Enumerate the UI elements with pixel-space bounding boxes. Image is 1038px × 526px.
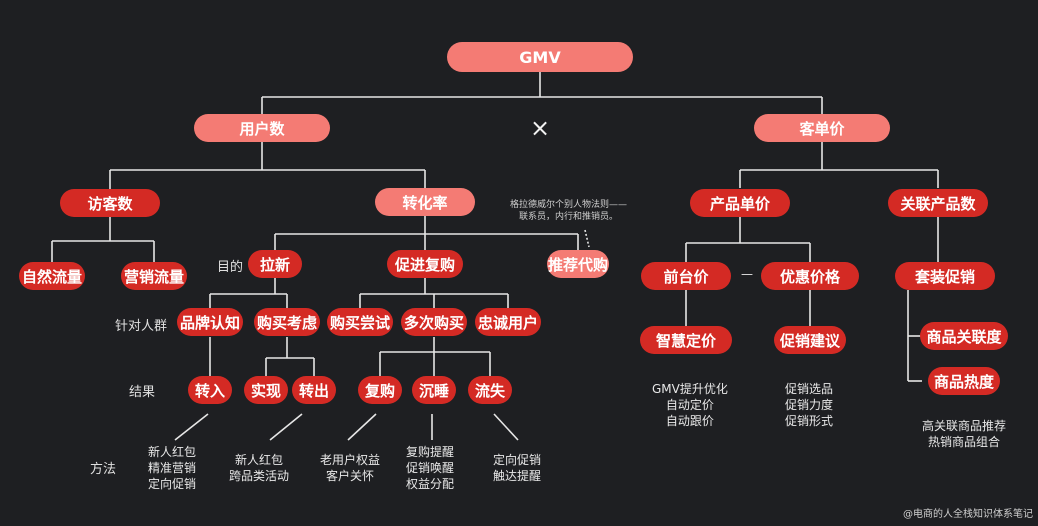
node-dormant: 沉睡 <box>412 376 456 404</box>
method-convert-out: 新人红包 跨品类活动 <box>229 453 290 483</box>
node-unit-price: 产品单价 <box>690 189 790 217</box>
node-conversion-rate: 转化率 <box>375 188 475 216</box>
method-repeat-purchase: 老用户权益 客户关怀 <box>320 453 381 483</box>
node-purchase-consideration: 购买考虑 <box>254 308 320 336</box>
watermark: @电商的人全栈知识体系笔记 <box>903 509 1033 520</box>
node-discount-price: 优惠价格 <box>761 262 859 290</box>
method-dormant: 复购提醒 促销唤醒 权益分配 <box>406 445 455 491</box>
note-promo-advice: 促销选品 促销力度 促销形式 <box>785 382 834 428</box>
node-convert-in: 转入 <box>188 376 232 404</box>
node-smart-pricing: 智慧定价 <box>640 326 732 354</box>
node-marketing-traffic: 营销流量 <box>121 262 187 290</box>
method-churn: 定向促销 触达提醒 <box>493 453 542 483</box>
node-bundle-promotion: 套装促销 <box>895 262 995 290</box>
node-natural-traffic: 自然流量 <box>19 262 85 290</box>
node-multiple-purchases: 多次购买 <box>401 308 467 336</box>
note-smart-pricing: GMV提升优化 自动定价 自动跟价 <box>652 382 728 428</box>
row-label-result: 结果 <box>129 385 156 400</box>
row-label-target-group: 针对人群 <box>115 319 168 334</box>
multiply-sign: × <box>530 114 551 142</box>
node-related-product-count: 关联产品数 <box>888 189 988 217</box>
node-visitors: 访客数 <box>60 189 160 217</box>
node-repurchase: 促进复购 <box>387 250 463 278</box>
node-loyal-users: 忠诚用户 <box>475 308 541 336</box>
node-churn: 流失 <box>468 376 512 404</box>
node-product-heat: 商品热度 <box>928 367 1000 395</box>
gladwell-note: 格拉德威尔个别人物法则—— 联系员，内行和推销员。 <box>510 200 628 222</box>
node-product-relevance: 商品关联度 <box>920 322 1008 350</box>
node-acquisition: 拉新 <box>248 250 302 278</box>
node-realize: 实现 <box>244 376 288 404</box>
node-avg-order-value: 客单价 <box>754 114 890 142</box>
node-referral: 推荐代购 <box>547 250 609 278</box>
node-repeat-purchase: 复购 <box>358 376 402 404</box>
node-gmv: GMV <box>447 42 633 72</box>
note-product-association: 高关联商品推荐 热销商品组合 <box>922 419 1007 449</box>
node-front-price: 前台价 <box>641 262 731 290</box>
node-purchase-trial: 购买尝试 <box>327 308 393 336</box>
method-convert-in: 新人红包 精准营销 定向促销 <box>148 445 197 491</box>
node-brand-awareness: 品牌认知 <box>177 308 243 336</box>
node-convert-out: 转出 <box>292 376 336 404</box>
dash-sign: — <box>741 267 753 281</box>
row-label-method: 方法 <box>90 462 117 477</box>
node-promo-advice: 促销建议 <box>774 326 846 354</box>
row-label-goal: 目的 <box>217 260 244 275</box>
node-user-count: 用户数 <box>194 114 330 142</box>
